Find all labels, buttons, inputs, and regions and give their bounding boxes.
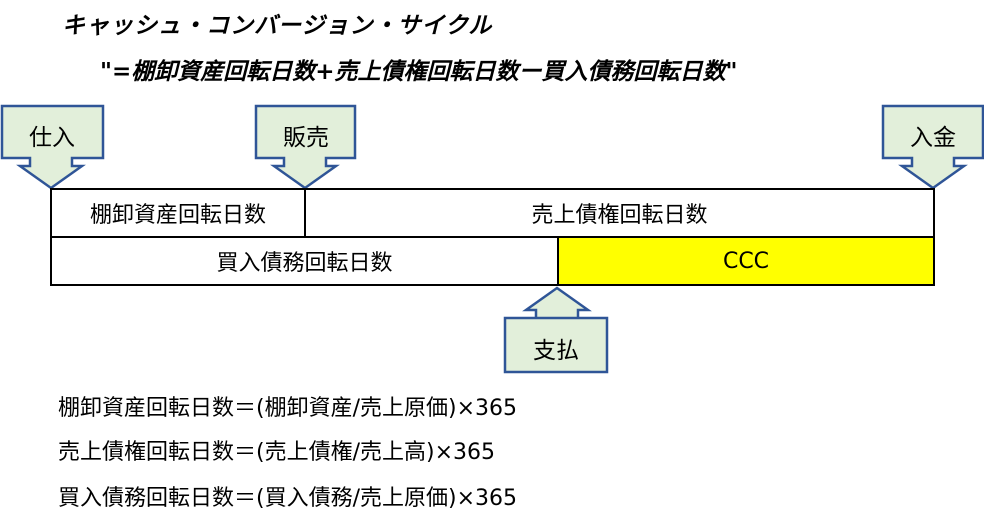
receivable-days-label: 売上債権回転日数 [531, 203, 708, 228]
payable-days-cell: 買入債務回転日数 [50, 236, 559, 286]
receivable-days-equation: 売上債権回転日数＝(売上債権/売上高)×365 [58, 440, 496, 465]
callout-collection-arrow [881, 104, 984, 190]
callout-collection-label: 入金 [910, 125, 956, 151]
inventory-days-equation: 棚卸資産回転日数＝(棚卸資産/売上原価)×365 [58, 396, 518, 421]
callout-purchase-arrow [0, 104, 105, 190]
ccc-cell: CCC [557, 236, 935, 286]
receivable-days-cell: 売上債権回転日数 [304, 188, 935, 238]
callout-payment-arrow [503, 286, 609, 374]
payable-days-equation: 買入債務回転日数＝(買入債務/売上原価)×365 [58, 486, 518, 511]
ccc-label: CCC [722, 248, 770, 274]
diagram-title: キャッシュ・コンバージョン・サイクル [62, 13, 493, 39]
inventory-days-cell: 棚卸資産回転日数 [50, 188, 306, 238]
callout-sales-arrow [254, 104, 357, 190]
inventory-days-label: 棚卸資産回転日数 [89, 203, 266, 228]
ccc-formula: "=棚卸資産回転日数+売上債権回転日数ー買入債務回転日数" [100, 59, 738, 85]
callout-sales-label: 販売 [283, 125, 329, 151]
payable-days-label: 買入債務回転日数 [216, 251, 393, 276]
callout-payment-label: 支払 [533, 338, 579, 364]
callout-purchase-label: 仕入 [29, 125, 75, 151]
